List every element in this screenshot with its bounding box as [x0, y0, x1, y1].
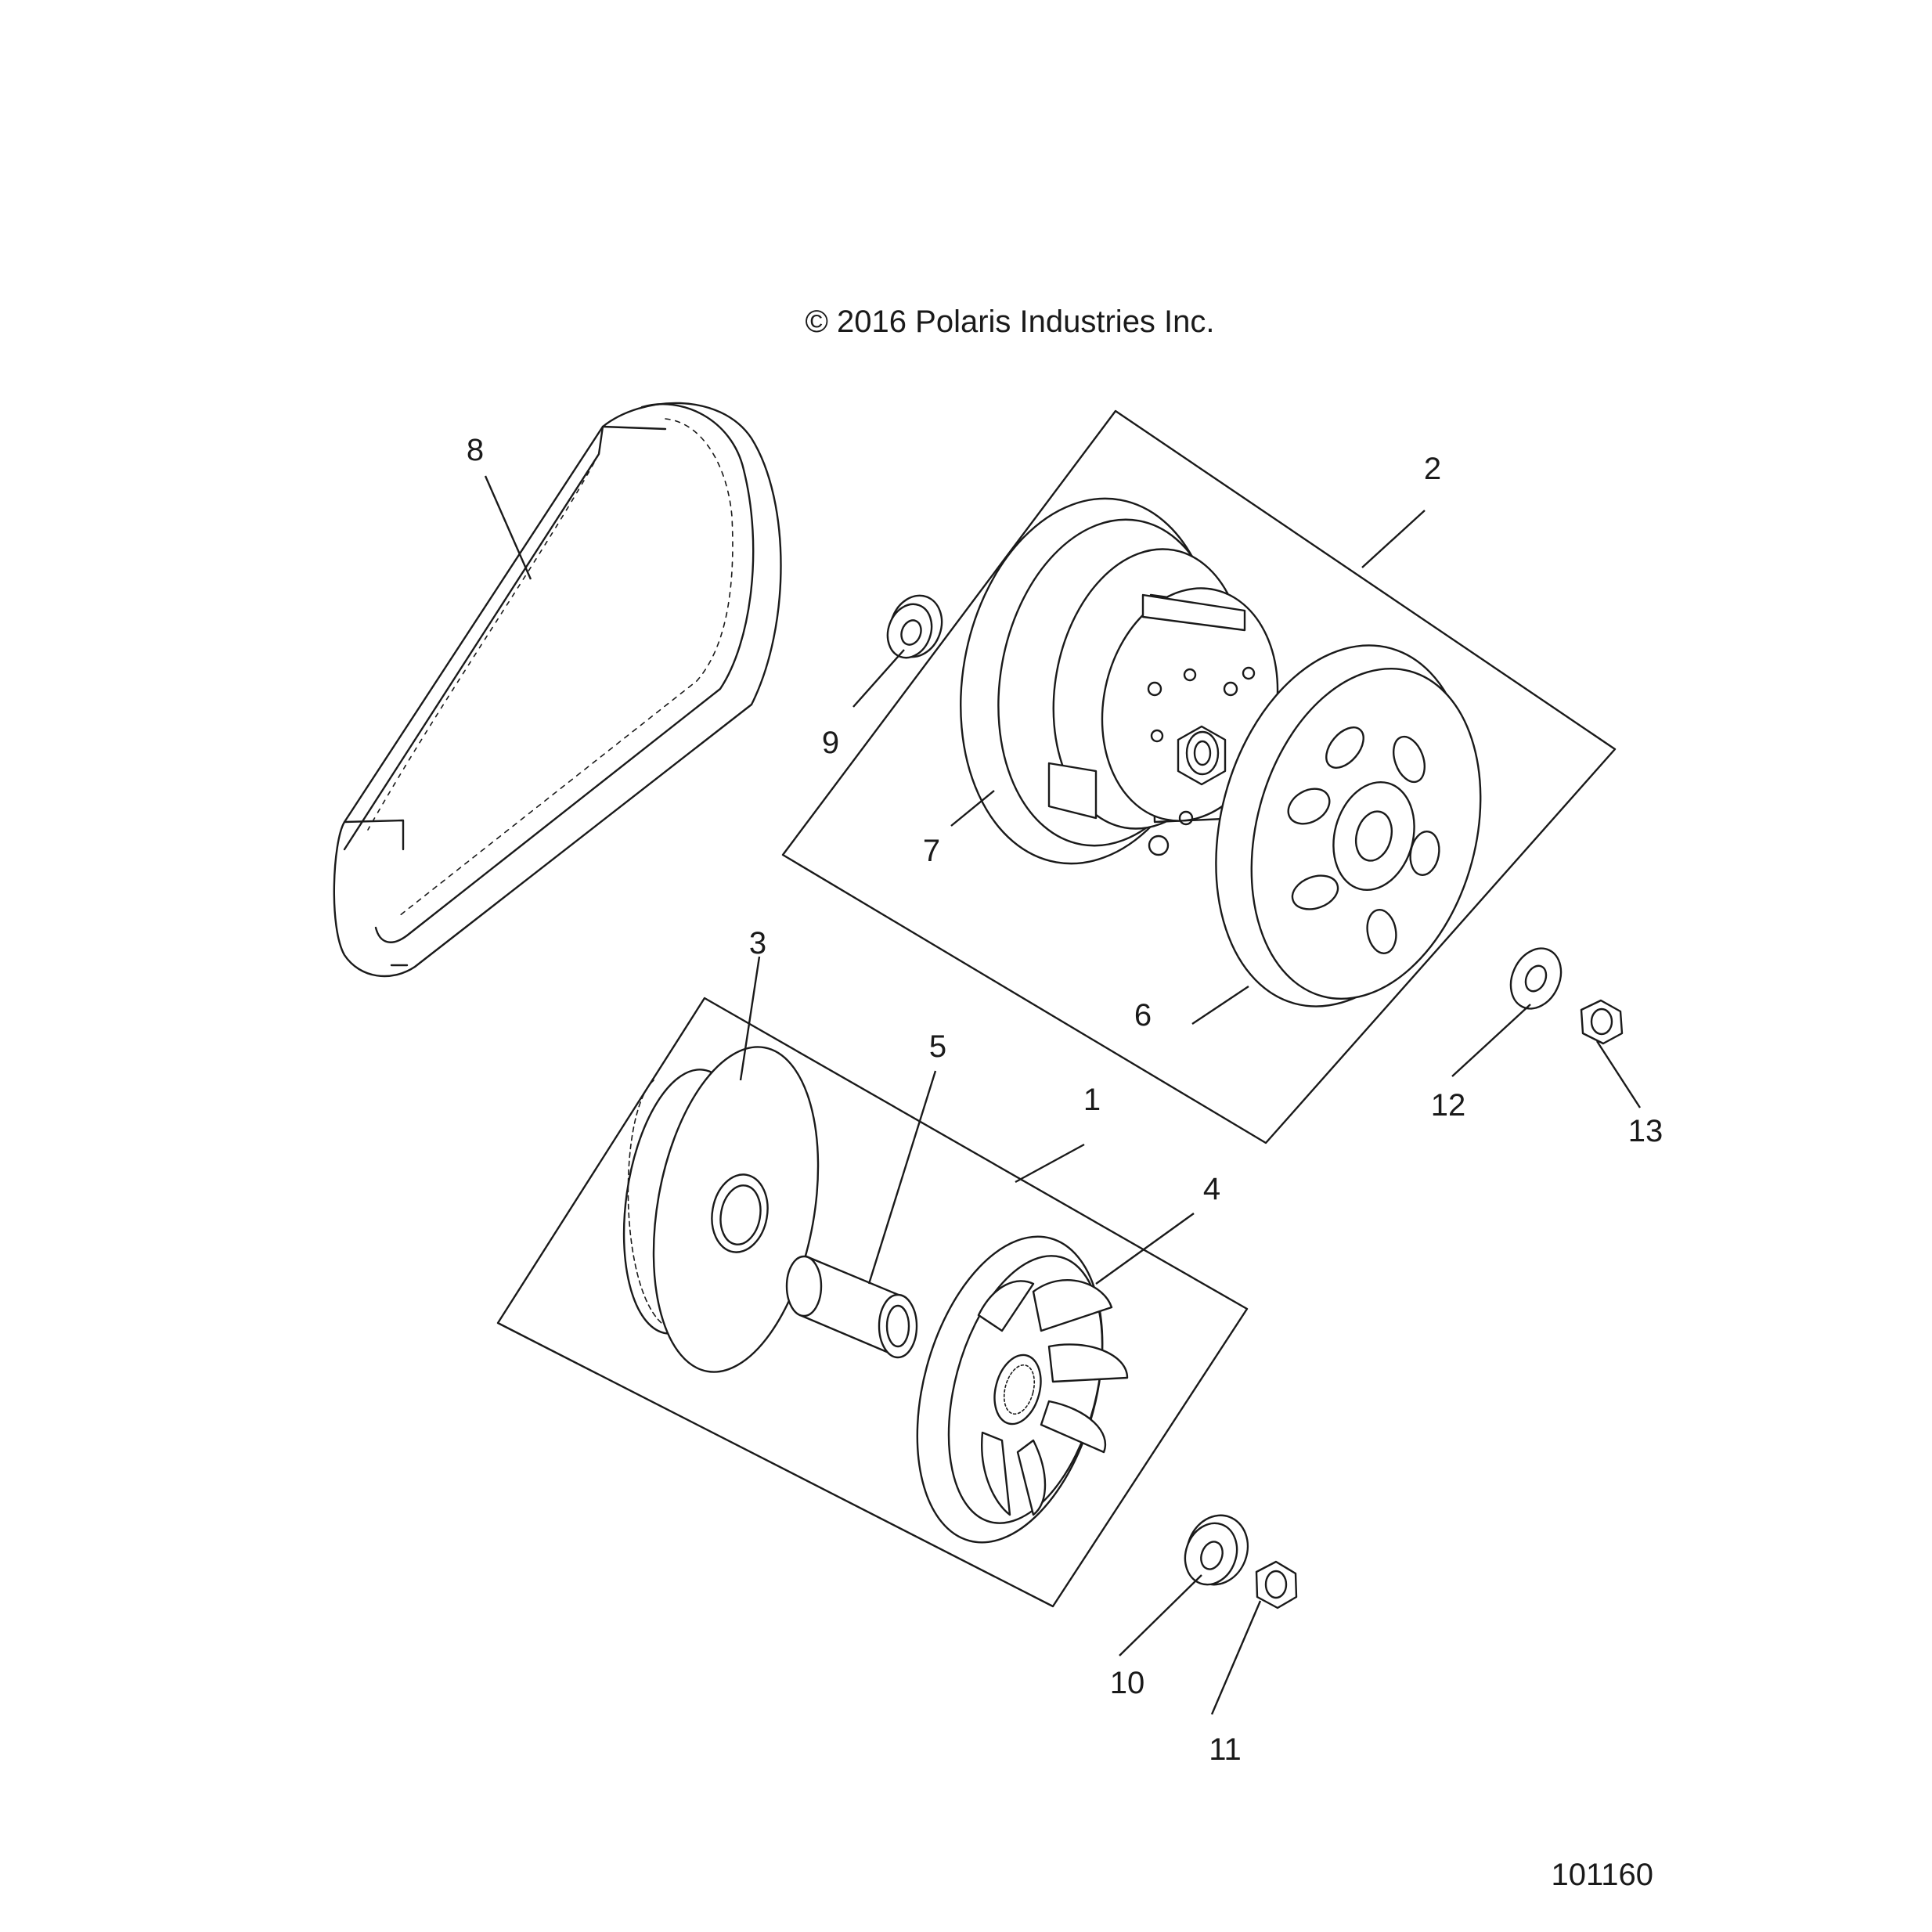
washer-12 — [1509, 947, 1563, 1010]
leader-line-4 — [1095, 1213, 1195, 1285]
driven-clutch-7 — [960, 497, 1279, 865]
callout-13: 13 — [1628, 1114, 1663, 1148]
leader-line-6 — [1191, 986, 1249, 1025]
leader-line-10 — [1119, 1574, 1202, 1656]
washer-10 — [1184, 1514, 1249, 1586]
callout-6: 6 — [1134, 998, 1152, 1033]
spacer-washer-9 — [886, 594, 943, 659]
flange-nut-13 — [1580, 999, 1624, 1045]
leader-line-2 — [1361, 510, 1426, 568]
callout-9: 9 — [822, 726, 839, 760]
assembly-1-frame — [496, 997, 1249, 1608]
callout-7: 7 — [923, 834, 940, 868]
leader-line-7 — [950, 790, 995, 827]
callout-2: 2 — [1424, 452, 1441, 486]
clutch-cover-6 — [1215, 644, 1482, 1007]
callout-1: 1 — [1083, 1083, 1101, 1117]
callout-4: 4 — [1203, 1172, 1220, 1206]
leader-line-5 — [867, 1070, 937, 1285]
leader-line-13 — [1595, 1040, 1642, 1108]
flange-nut-11 — [1255, 1560, 1298, 1609]
leader-line-3 — [739, 956, 761, 1081]
callout-11: 11 — [1209, 1732, 1242, 1767]
callout-5: 5 — [929, 1029, 946, 1064]
fan-sheave-4 — [916, 1235, 1129, 1544]
leader-line-11 — [1210, 1600, 1262, 1715]
drive-sheave-3 — [622, 1046, 820, 1373]
leader-line-9 — [852, 649, 905, 708]
drive-belt — [333, 402, 782, 978]
callout-10: 10 — [1110, 1666, 1145, 1700]
leader-line-1 — [1015, 1143, 1085, 1184]
callout-3: 3 — [749, 926, 766, 961]
leader-line-8 — [484, 475, 532, 580]
leader-line-12 — [1451, 1004, 1531, 1077]
copyright-caption: © 2016 Polaris Industries Inc. — [805, 305, 1214, 339]
callout-12: 12 — [1431, 1088, 1466, 1123]
figure-number: 101160 — [1551, 1858, 1653, 1892]
assembly-2-frame — [781, 409, 1617, 1144]
callout-8: 8 — [467, 433, 484, 467]
sleeve-5 — [785, 1255, 918, 1359]
